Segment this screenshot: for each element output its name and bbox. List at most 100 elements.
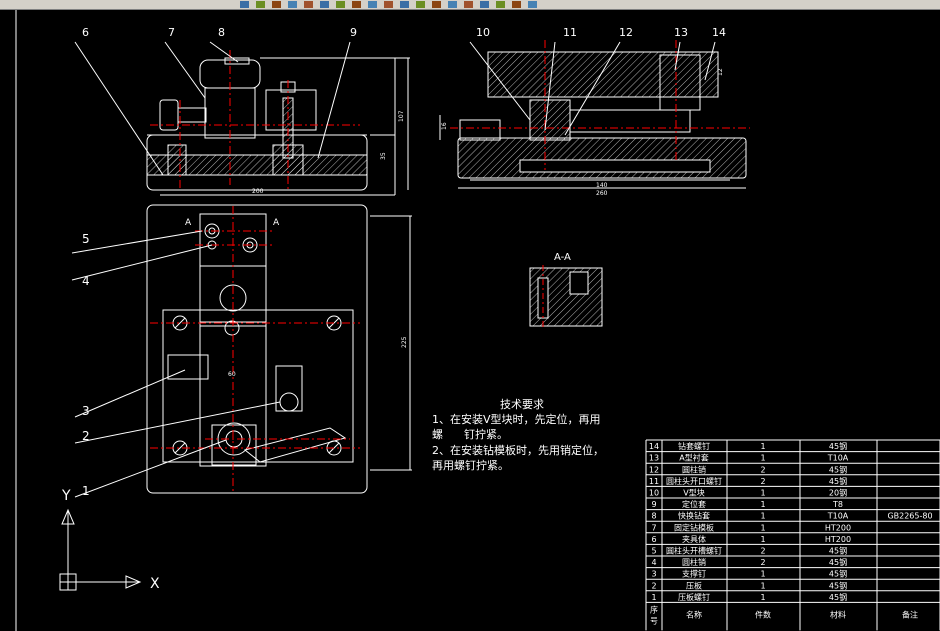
copy-icon[interactable] <box>320 1 329 8</box>
bom-cell-no: 2 <box>651 581 656 590</box>
callout-12: 12 <box>619 26 633 39</box>
callout-8: 8 <box>218 26 225 39</box>
preview-icon[interactable] <box>288 1 297 8</box>
bom-cell-material: HT200 <box>825 523 851 532</box>
bom-cell-qty: 1 <box>760 454 765 463</box>
section-mark-a-right: A <box>273 218 280 228</box>
open-icon[interactable] <box>240 1 249 8</box>
bom-cell-name: 圆柱销 <box>682 557 706 567</box>
bom-header-no-2: 号 <box>650 616 658 625</box>
bom-cell-qty: 1 <box>760 500 765 509</box>
bom-cell-qty: 1 <box>760 442 765 451</box>
plan-centerlines <box>150 206 360 492</box>
dim-text-140: 140 <box>596 182 608 189</box>
bom-cell-no: 6 <box>651 535 656 544</box>
bom-cell-name: 固定钻模板 <box>674 522 714 532</box>
section-title: A-A <box>554 252 571 263</box>
callout-14: 14 <box>712 26 726 39</box>
bom-cell-name: 圆柱头开口螺钉 <box>666 476 722 486</box>
bom-cell-material: 45钢 <box>829 557 847 567</box>
dim-text-260: 260 <box>596 190 608 197</box>
bom-cell-qty: 1 <box>760 512 765 521</box>
text-style-icon[interactable] <box>432 1 441 8</box>
table-icon[interactable] <box>480 1 489 8</box>
bom-cell-material: 45钢 <box>829 546 847 556</box>
bushing-top <box>224 57 250 65</box>
callout-2: 2 <box>82 429 90 443</box>
color-icon[interactable] <box>496 1 505 8</box>
dim-text-107: 107 <box>398 110 405 122</box>
properties-icon[interactable] <box>464 1 473 8</box>
v-block <box>529 99 571 141</box>
bom-cell-qty: 2 <box>760 477 765 486</box>
cad-toolbar <box>0 0 940 10</box>
bom-cell-qty: 1 <box>760 523 765 532</box>
bom-cell-name: 压板螺钉 <box>678 592 710 602</box>
bom-cell-no: 12 <box>649 465 659 474</box>
bom-cell-name: 钻套螺钉 <box>678 441 710 451</box>
support-pin <box>279 392 299 412</box>
bom-cell-no: 8 <box>651 512 656 521</box>
clamp-arm <box>243 427 347 463</box>
undo-icon[interactable] <box>352 1 361 8</box>
plan-outline <box>146 204 368 494</box>
drawing-canvas[interactable]: 6 7 8 9 10 11 12 13 14 5 4 3 2 1 200 140… <box>0 10 940 631</box>
section-mark-a-left: A <box>185 218 192 228</box>
tech-line-4: 再用螺钉拧紧。 <box>432 458 509 472</box>
bom-cell-no: 3 <box>651 570 656 579</box>
linetype-icon[interactable] <box>512 1 521 8</box>
drawing-svg: 6 7 8 9 10 11 12 13 14 5 4 3 2 1 200 140… <box>15 10 940 631</box>
bom-cell-qty: 1 <box>760 535 765 544</box>
bom-cell-qty: 2 <box>760 547 765 556</box>
dim-text-200: 200 <box>252 188 264 195</box>
paste-icon[interactable] <box>336 1 345 8</box>
dim-text-16: 16 <box>441 122 448 130</box>
dim-text-60: 60 <box>228 371 236 378</box>
pan-icon[interactable] <box>384 1 393 8</box>
bom-cell-no: 10 <box>649 489 659 498</box>
callout-6: 6 <box>82 26 89 39</box>
cut-icon[interactable] <box>304 1 313 8</box>
bom-cell-name: 圆柱销 <box>682 464 706 474</box>
front-centerlines <box>150 50 360 190</box>
bom-cell-material: HT200 <box>825 535 851 544</box>
tech-line-2: 螺 钉拧紧。 <box>432 427 508 441</box>
bom-cell-qty: 2 <box>760 465 765 474</box>
bom-cell-no: 11 <box>649 477 659 486</box>
zoom-icon[interactable] <box>400 1 409 8</box>
callout-3: 3 <box>82 404 90 418</box>
ucs-axis-icon <box>59 508 142 591</box>
bom-cell-name: 压板 <box>686 580 702 590</box>
lineweight-icon[interactable] <box>528 1 537 8</box>
redo-icon[interactable] <box>368 1 377 8</box>
bom-cell-material: 45钢 <box>829 569 847 579</box>
side-left-part <box>459 119 501 141</box>
bom-cell-name: 圆柱头开槽螺钉 <box>666 546 722 556</box>
bom-cell-name: 支撑钉 <box>682 569 706 579</box>
side-view <box>439 51 747 189</box>
bom-cell-name: 快换钻套 <box>678 511 710 521</box>
bushing-13 <box>659 54 701 111</box>
zoom-window-icon[interactable] <box>416 1 425 8</box>
callout-numbers: 6 7 8 9 10 11 12 13 14 5 4 3 2 1 <box>82 26 726 498</box>
bom-cell-no: 5 <box>651 547 656 556</box>
axis-label-y: Y <box>61 488 71 504</box>
print-icon[interactable] <box>272 1 281 8</box>
bom-header-qty: 件数 <box>755 609 771 619</box>
tech-line-1: 1、在安装V型块时，先定位，再用 <box>432 412 601 426</box>
layer-icon[interactable] <box>448 1 457 8</box>
bom-cell-no: 14 <box>649 442 659 451</box>
bom-cell-no: 7 <box>651 523 656 532</box>
callout-13: 13 <box>674 26 688 39</box>
bom-cell-material: T10A <box>827 454 849 463</box>
body-hatch-left <box>146 154 368 176</box>
bom-cell-qty: 1 <box>760 581 765 590</box>
tech-line-3: 2、在安装钻模板时，先用销定位， <box>432 443 604 457</box>
callout-5: 5 <box>82 232 90 246</box>
bom-cell-material: 45钢 <box>829 592 847 602</box>
save-icon[interactable] <box>256 1 265 8</box>
bom-cell-name: 定位套 <box>682 499 706 509</box>
leader-lines <box>71 41 716 498</box>
bom-header-no-1: 序 <box>650 604 658 614</box>
bom-cell-qty: 1 <box>760 570 765 579</box>
